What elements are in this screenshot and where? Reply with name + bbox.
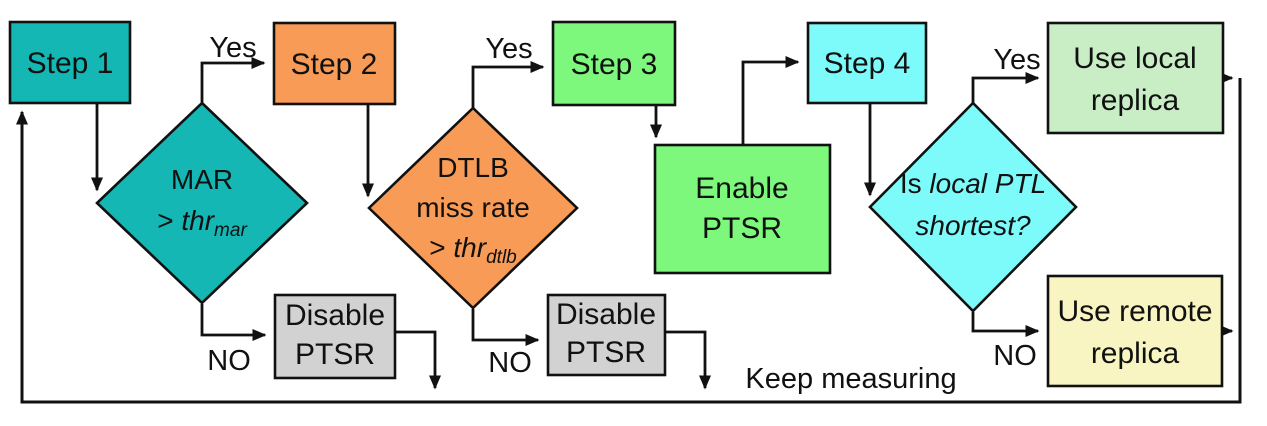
mar-threshold-base: thr [181,205,215,236]
edge-dtlb-no-to-disable2 [471,309,540,346]
disable-ptsr-2-label-line1: Disable [556,298,656,331]
disable-ptsr-1-label-line2: PTSR [295,338,375,371]
mar-compare-prefix: > [157,205,181,236]
enable-ptsr-label-line1: Enable [695,172,788,205]
node-step2 [272,21,397,106]
node-use-remote-replica [1046,274,1224,388]
node-enable-ptsr [653,143,832,275]
edge-enable-to-step4 [741,56,800,146]
dtlb-condition-line1: DTLB [437,152,509,183]
dtlb-condition-line3: > thrdtlb [429,232,516,268]
step3-label: Step 3 [571,48,658,81]
enable-ptsr-label-line2: PTSR [702,212,782,245]
disable-ptsr-2-label-line2: PTSR [566,336,646,369]
yes-label-mar: Yes [209,32,256,64]
step1-label: Step 1 [27,47,114,80]
yes-label-ptl: Yes [993,44,1040,76]
ptl-line1-prefix: Is [900,168,930,199]
dtlb-condition-line2: miss rate [416,192,530,223]
step4-label: Step 4 [824,47,911,80]
node-disable-ptsr-2 [546,293,667,377]
ptl-line1-italic: local PTL [929,168,1046,199]
use-remote-label-line2: replica [1091,337,1180,370]
node-use-local-replica [1046,21,1225,135]
edge-mar-no-to-disable1 [200,304,267,341]
mar-condition-line2: > thrmar [157,205,247,241]
edge-mar-yes-to-step2 [200,57,266,104]
decision-ptl-diamond [868,101,1078,313]
node-step4 [806,21,928,105]
dtlb-threshold-subscript: dtlb [486,247,517,268]
edge-ptl-yes-to-uselocal [971,72,1040,104]
ptl-condition-line2: shortest? [915,210,1031,241]
yes-label-dtlb: Yes [485,33,532,65]
disable-ptsr-1-label-line1: Disable [285,299,385,332]
edge-ptl-no-to-useremote [971,312,1040,337]
dtlb-compare-prefix: > [429,232,453,263]
edge-disable2-to-rail [666,330,711,390]
edge-dtlb-yes-to-step3 [471,61,545,109]
use-remote-label-line1: Use remote [1057,295,1212,328]
mar-condition-line1: MAR [171,164,233,195]
decision-dtlb-diamond [367,106,579,310]
ptl-condition-line1: Is local PTL [900,168,1046,199]
dtlb-threshold-base: thr [453,232,487,263]
step2-label: Step 2 [291,48,378,81]
mar-threshold-subscript: mar [214,220,247,241]
use-local-label-line1: Use local [1073,42,1196,75]
use-local-label-line2: replica [1091,84,1180,117]
keep-measuring-label: Keep measuring [745,363,956,395]
node-disable-ptsr-1 [273,293,397,380]
no-label-dtlb: NO [488,347,532,379]
edge-disable1-to-rail [396,330,441,390]
no-label-ptl: NO [993,340,1037,372]
node-step1 [8,20,132,105]
node-step3 [551,20,677,107]
edge-loop-back-to-step1 [16,78,1242,404]
decision-mar-diamond [95,101,309,305]
no-label-mar: NO [207,345,251,377]
